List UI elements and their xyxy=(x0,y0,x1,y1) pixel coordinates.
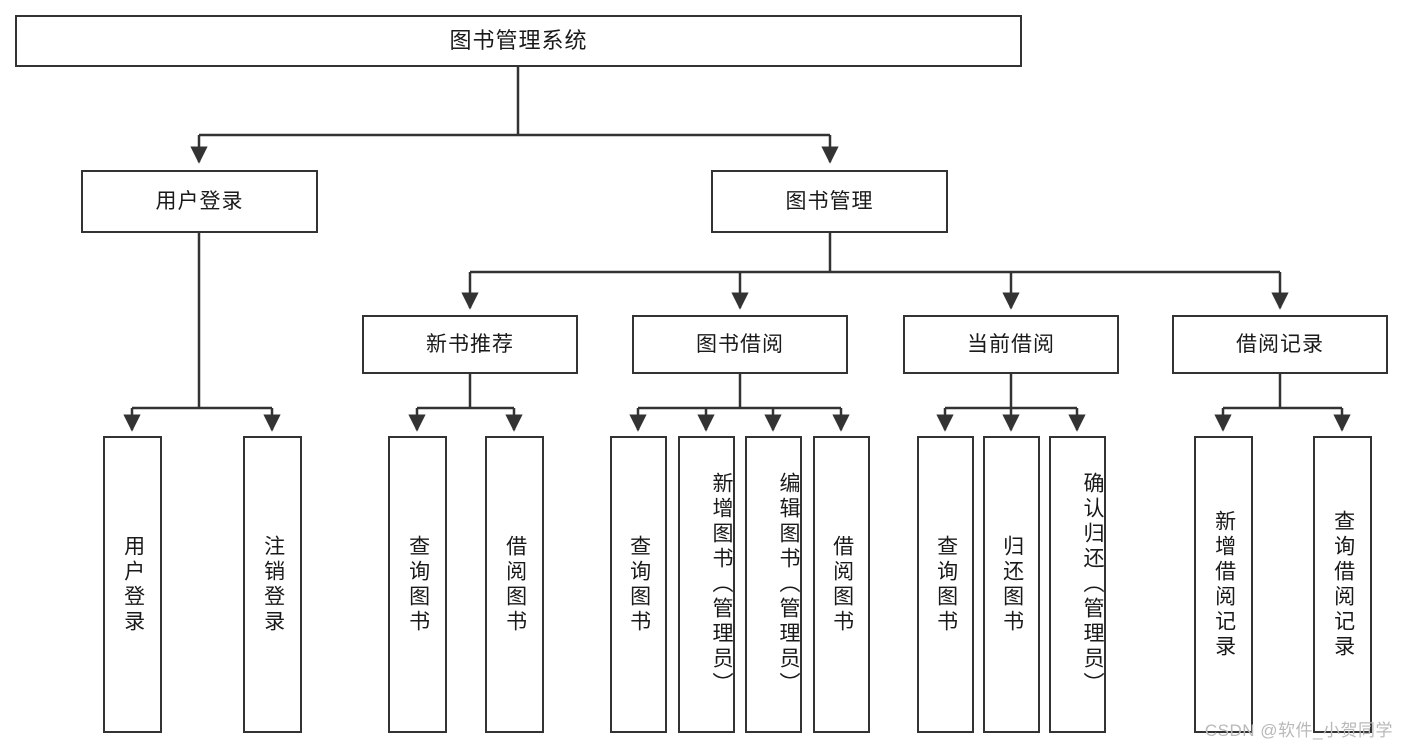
node-leaf-recommend-borrow-book[interactable]: 借阅图书 xyxy=(485,436,544,733)
node-leaf-add-borrow-record[interactable]: 新增借阅记录 xyxy=(1194,436,1253,733)
node-user-login[interactable]: 用户登录 xyxy=(81,170,318,233)
node-leaf-borrow-book[interactable]: 借阅图书 xyxy=(813,436,870,733)
node-leaf-confirm-return-admin[interactable]: 确认归还（管理员） xyxy=(1049,436,1106,733)
node-book-borrowing[interactable]: 图书借阅 xyxy=(632,315,848,374)
csdn-watermark: CSDN @软件_小贺同学 xyxy=(1204,721,1393,740)
node-root-book-management-system[interactable]: 图书管理系统 xyxy=(15,15,1022,67)
node-leaf-recommend-query-book[interactable]: 查询图书 xyxy=(388,436,447,733)
node-leaf-current-query-book[interactable]: 查询图书 xyxy=(917,436,974,733)
node-leaf-add-book-admin[interactable]: 新增图书（管理员） xyxy=(678,436,735,733)
node-current-borrowing[interactable]: 当前借阅 xyxy=(903,315,1119,374)
node-leaf-user-login[interactable]: 用户登录 xyxy=(103,436,162,733)
node-leaf-edit-book-admin[interactable]: 编辑图书（管理员） xyxy=(745,436,802,733)
node-leaf-logout[interactable]: 注销登录 xyxy=(243,436,302,733)
node-leaf-query-borrow-record[interactable]: 查询借阅记录 xyxy=(1313,436,1372,733)
node-leaf-borrow-query-book[interactable]: 查询图书 xyxy=(610,436,667,733)
node-leaf-return-book[interactable]: 归还图书 xyxy=(983,436,1040,733)
node-borrowing-record[interactable]: 借阅记录 xyxy=(1172,315,1388,374)
node-new-book-recommendation[interactable]: 新书推荐 xyxy=(362,315,578,374)
node-book-management[interactable]: 图书管理 xyxy=(711,170,948,233)
